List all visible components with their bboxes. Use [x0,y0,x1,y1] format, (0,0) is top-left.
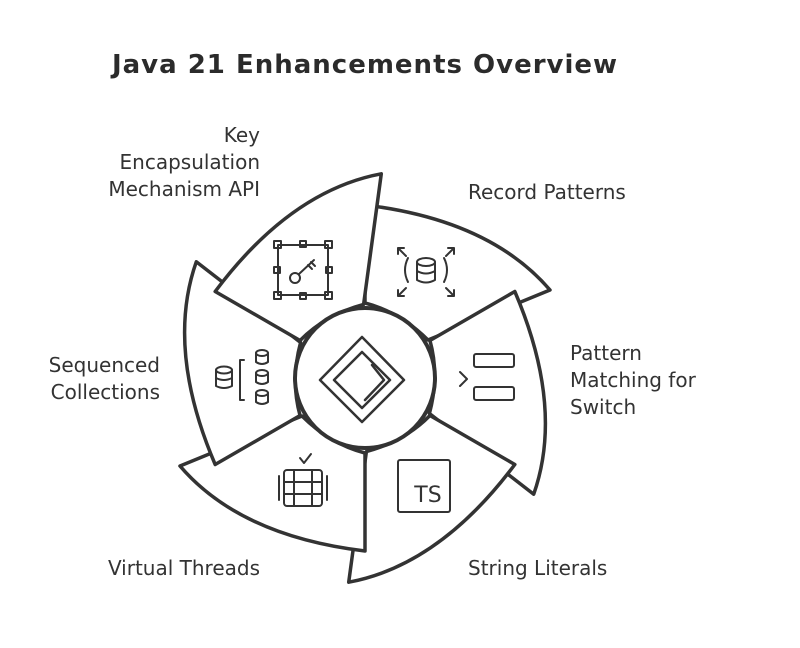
key-in-frame-icon [273,240,333,300]
switch-branches-icon [459,353,515,401]
database-sequence-icon [215,349,269,405]
label-virtual-threads: Virtual Threads [107,556,260,580]
java-diamond-logo-icon [318,335,406,424]
label-string-literals: String Literals [468,556,608,580]
center-hub [293,306,437,450]
label-record-patterns: Record Patterns [468,180,626,204]
label-sequenced-collections: Sequenced Collections [48,353,160,404]
database-expand-icon [397,247,455,297]
page-title: Java 21 Enhancements Overview [111,50,619,80]
stacked-threads-icon [278,453,328,507]
typescript-ts-icon: TS [397,459,451,513]
label-pattern-matching-switch: Pattern Matching for Switch [570,341,696,419]
label-kem-api: Key Encapsulation Mechanism API [108,123,260,201]
ts-label: TS [413,483,441,508]
